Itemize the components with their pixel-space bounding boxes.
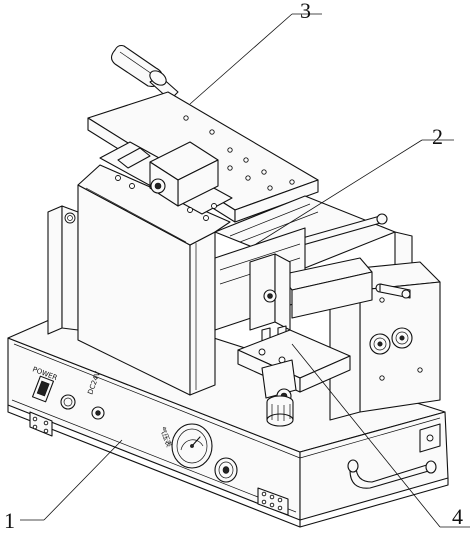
side-wheels bbox=[369, 327, 413, 355]
pressure-gauge bbox=[171, 423, 213, 469]
callout-4: 4 bbox=[291, 343, 470, 529]
main-column bbox=[77, 164, 231, 396]
right-screw-plate bbox=[257, 487, 289, 516]
regulator-knob bbox=[214, 457, 238, 483]
die-table bbox=[237, 329, 351, 404]
clamp-block bbox=[99, 141, 233, 221]
callout-1: 1 bbox=[4, 439, 123, 533]
callout-3-label: 3 bbox=[300, 0, 311, 23]
left-post bbox=[47, 205, 79, 335]
callout-2-label: 2 bbox=[432, 124, 443, 149]
side-hose bbox=[347, 423, 441, 489]
cylinder-block bbox=[249, 253, 291, 353]
callout-3: 3 bbox=[189, 0, 322, 105]
callout-4-label: 4 bbox=[452, 504, 463, 529]
air-fitting bbox=[266, 395, 294, 427]
callout-1-label: 1 bbox=[4, 508, 15, 533]
left-screw-plate bbox=[29, 411, 53, 437]
selector-knob bbox=[60, 394, 76, 410]
callout-2: 2 bbox=[255, 124, 454, 245]
